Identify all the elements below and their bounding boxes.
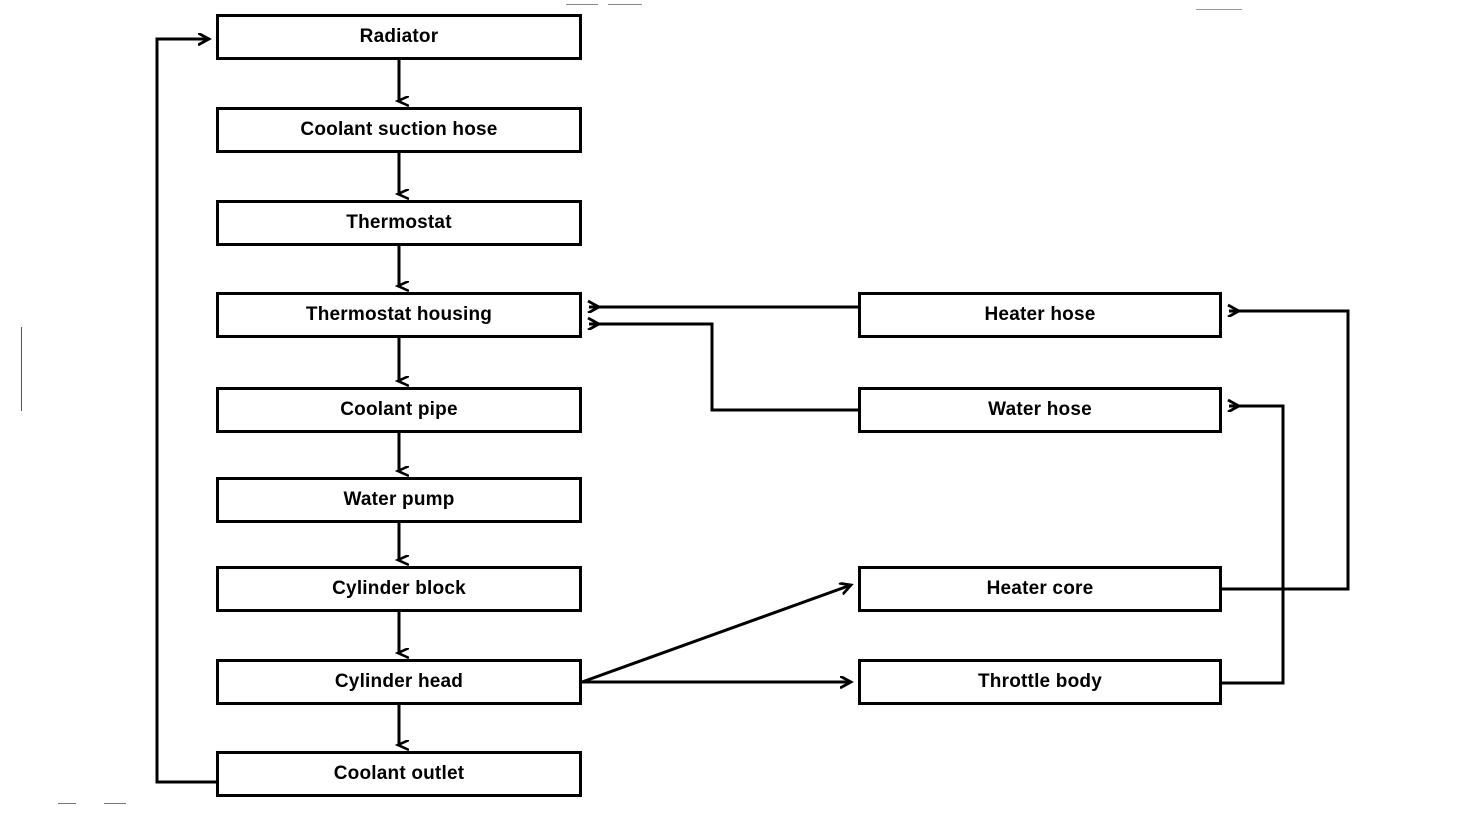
node-label: Water hose <box>988 399 1092 420</box>
node-thermostat-housing[interactable]: Thermostat housing <box>216 292 582 338</box>
node-label: Coolant pipe <box>340 399 458 420</box>
node-label: Coolant outlet <box>333 763 465 784</box>
edge-heater-core-to-heater-hose <box>1222 311 1350 591</box>
node-thermostat[interactable]: Thermostat <box>216 200 582 246</box>
node-label: Radiator <box>359 26 439 47</box>
node-label: Thermostat <box>346 212 452 233</box>
scan-artifact-bottom-dash-1 <box>58 803 76 804</box>
node-label: Thermostat housing <box>305 304 493 325</box>
scan-artifact-top-dash-2 <box>608 4 642 5</box>
scan-artifact-bottom-dash-2 <box>104 803 126 804</box>
node-water-pump[interactable]: Water pump <box>216 477 582 523</box>
node-coolant-pipe[interactable]: Coolant pipe <box>216 387 582 433</box>
edge-water-hose-to-thermostat-housing <box>589 324 858 412</box>
node-radiator[interactable]: Radiator <box>216 14 582 60</box>
node-label: Heater core <box>986 578 1094 599</box>
node-label: Cylinder block <box>332 578 466 599</box>
node-water-hose[interactable]: Water hose <box>858 387 1222 433</box>
node-cylinder-block[interactable]: Cylinder block <box>216 566 582 612</box>
node-label: Coolant suction hose <box>300 119 498 140</box>
edge-cylinder-head-to-heater-core <box>581 585 851 684</box>
node-label: Cylinder head <box>334 671 464 692</box>
node-label: Throttle body <box>978 671 1102 692</box>
node-heater-hose[interactable]: Heater hose <box>858 292 1222 338</box>
node-label: Water pump <box>343 489 455 510</box>
node-label: Heater hose <box>984 304 1096 325</box>
edge-coolant-outlet-to-radiator <box>155 39 216 784</box>
edge-throttle-body-to-water-hose <box>1222 406 1285 685</box>
scan-artifact-left-bar <box>21 327 22 411</box>
node-heater-core[interactable]: Heater core <box>858 566 1222 612</box>
node-cylinder-head[interactable]: Cylinder head <box>216 659 582 705</box>
node-coolant-outlet[interactable]: Coolant outlet <box>216 751 582 797</box>
scan-artifact-top-dash-1 <box>566 4 598 5</box>
node-coolant-suction-hose[interactable]: Coolant suction hose <box>216 107 582 153</box>
node-throttle-body[interactable]: Throttle body <box>858 659 1222 705</box>
scan-artifact-top-right-dash <box>1196 9 1242 10</box>
